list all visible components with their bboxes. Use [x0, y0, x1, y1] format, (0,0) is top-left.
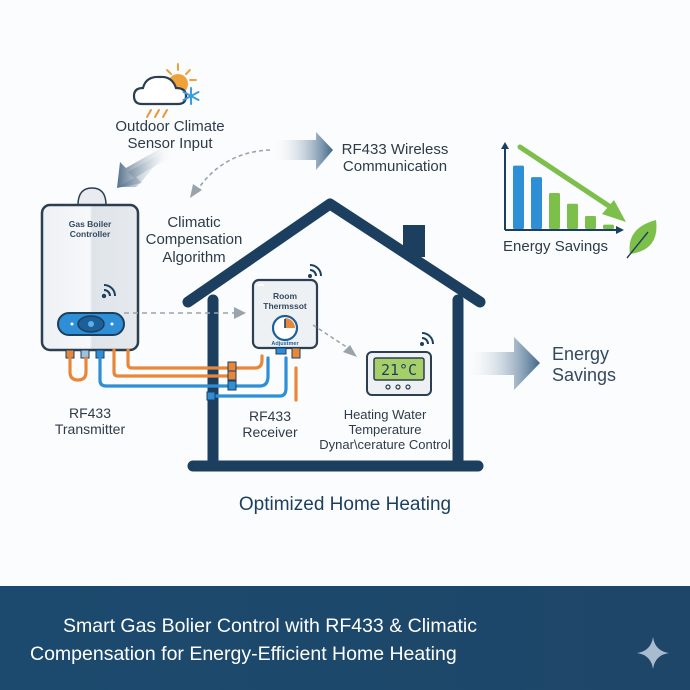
room-thermostat-device — [251, 264, 322, 359]
label-line: Dynar\cerature Control — [319, 436, 451, 452]
snowflake-icon — [182, 87, 200, 105]
energy-bar — [603, 224, 614, 229]
label-line: Transmitter — [54, 421, 126, 438]
label-line: Heating Water — [343, 407, 427, 422]
rf-transmitter-label: RF433 Transmitter — [40, 405, 140, 437]
label-line: Algorithm — [162, 248, 226, 266]
dashed-curve-arrow — [195, 149, 271, 193]
outdoor-sensor-label: Outdoor Climate Sensor Input — [105, 118, 235, 153]
room-thermostat-label: Room Thermssot — [256, 291, 314, 312]
pipe-connectors — [206, 361, 237, 401]
label-line: Outdoor Climate — [115, 118, 225, 135]
rf-wireless-arrow — [272, 132, 333, 170]
label-line: Climatic — [167, 214, 221, 231]
energy-savings-chart-icon — [501, 142, 626, 234]
house-outline — [182, 198, 486, 472]
label-line: Communication — [342, 158, 448, 176]
boiler-wifi-icon — [101, 284, 116, 299]
footer-banner: Smart Gas Bolier Control with RF433 & Cl… — [0, 586, 690, 690]
energy-bar — [531, 177, 542, 229]
label-line: Room — [272, 291, 298, 301]
energy-bar — [585, 216, 596, 229]
label-line: RF433 Wireless — [341, 141, 449, 158]
energy-savings-arrow — [464, 337, 540, 390]
energy-bar — [567, 203, 578, 229]
boiler-controller-label: Gas Boiler Controller — [50, 219, 130, 240]
footer-title-line1: Smart Gas Bolier Control with RF433 & Cl… — [63, 615, 477, 637]
label-line: Thermssot — [263, 300, 307, 311]
temperature-display-device: 21°C — [366, 332, 434, 396]
footer-title: Smart Gas Bolier Control with RF433 & Cl… — [30, 612, 477, 668]
leaf-icon — [626, 220, 657, 259]
energy-bar — [549, 193, 560, 229]
label-line: RF433 — [68, 405, 112, 421]
label-line: Sensor Input — [127, 135, 213, 153]
chimney — [403, 225, 425, 257]
sensor-to-boiler-arrow — [117, 146, 175, 188]
label-line: Receiver — [242, 424, 298, 441]
diagram-artwork: 21°C — [40, 63, 657, 472]
label-line: Compensation — [145, 231, 243, 249]
energy-bar — [513, 165, 524, 229]
gas-boiler-controller — [40, 187, 140, 359]
energy-savings-right-label: Energy Savings — [552, 344, 632, 385]
sparkle-icon — [637, 637, 669, 669]
thermostat-sub-label: Adjustmer — [271, 341, 299, 347]
display-wifi-icon — [420, 332, 434, 346]
thermostat-wifi-icon — [308, 264, 322, 278]
diagram-canvas: 21°C Outdoor Climate Sensor Input RF433 … — [40, 63, 657, 515]
label-line: Controller — [69, 228, 111, 239]
label-line: RF433 — [248, 408, 292, 424]
lcd-temperature: 21°C — [381, 361, 417, 379]
energy-savings-chart-label: Energy Savings — [503, 238, 609, 255]
label-line: Savings — [552, 364, 617, 385]
heating-water-label: Heating Water Temperature Dynar\cerature… — [310, 407, 460, 453]
rf-receiver-label: RF433 Receiver — [230, 408, 310, 440]
optimized-heating-caption: Optimized Home Heating — [238, 494, 452, 515]
label-line: Temperature — [348, 421, 422, 437]
label-line: Gas Boiler — [68, 219, 112, 229]
weather-icon — [132, 63, 200, 118]
climatic-algorithm-label: Climatic Compensation Algorithm — [138, 214, 250, 266]
label-line: Energy — [552, 344, 610, 364]
rf-wireless-label: RF433 Wireless Communication — [335, 141, 455, 176]
footer-title-line2: Compensation for Energy-Efficient Home H… — [30, 643, 457, 665]
